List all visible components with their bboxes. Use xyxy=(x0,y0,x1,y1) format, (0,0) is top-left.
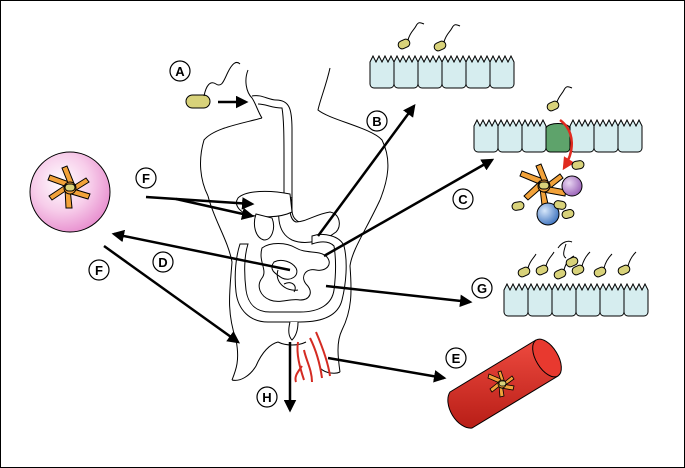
human-body-outline xyxy=(200,67,389,381)
arrow-f-to-liver xyxy=(145,195,255,210)
dendritic-cell-f xyxy=(47,165,91,209)
label-e-text: E xyxy=(452,351,461,366)
lymphocyte-purple xyxy=(561,175,583,197)
ingested-bacterium xyxy=(185,61,241,109)
lymphocyte-blue xyxy=(536,202,560,226)
arrow-f-to-stomach xyxy=(175,197,255,220)
pelvic-blood-vessels xyxy=(294,331,331,383)
arrow-to-epithelium-g xyxy=(325,284,473,308)
epithelium-m-cell xyxy=(473,119,643,153)
label-h-text: H xyxy=(262,390,271,405)
label-g: G xyxy=(471,277,493,299)
label-c-text: C xyxy=(458,192,468,207)
label-f-top-text: F xyxy=(142,171,150,186)
label-c: C xyxy=(452,188,474,210)
dendritic-cell-e xyxy=(487,370,515,398)
label-d: D xyxy=(152,251,174,273)
label-a-text: A xyxy=(175,64,185,79)
label-g-text: G xyxy=(477,281,487,296)
label-d-text: D xyxy=(158,255,167,270)
bacterium-c xyxy=(545,86,573,113)
bacteria-g xyxy=(516,240,637,281)
arrow-to-m-cell-c xyxy=(323,158,495,258)
arrow-to-epithelium-b xyxy=(316,103,416,237)
label-b-text: B xyxy=(372,114,381,129)
arrow-f-to-hip xyxy=(103,244,241,344)
transcytosis-arrow xyxy=(559,119,575,171)
label-e: E xyxy=(445,347,467,369)
bacteria-top xyxy=(396,22,461,53)
dendritic-cell-c xyxy=(519,163,567,206)
label-b: B xyxy=(366,110,388,132)
label-f-top: F xyxy=(135,167,157,189)
label-h: H xyxy=(256,386,278,408)
arrow-d-to-lymph-node xyxy=(111,229,291,272)
label-f-bottom: F xyxy=(88,259,110,281)
arrow-to-blood-vessel xyxy=(327,356,447,383)
label-a: A xyxy=(169,60,191,82)
label-f-bottom-text: F xyxy=(95,263,103,278)
